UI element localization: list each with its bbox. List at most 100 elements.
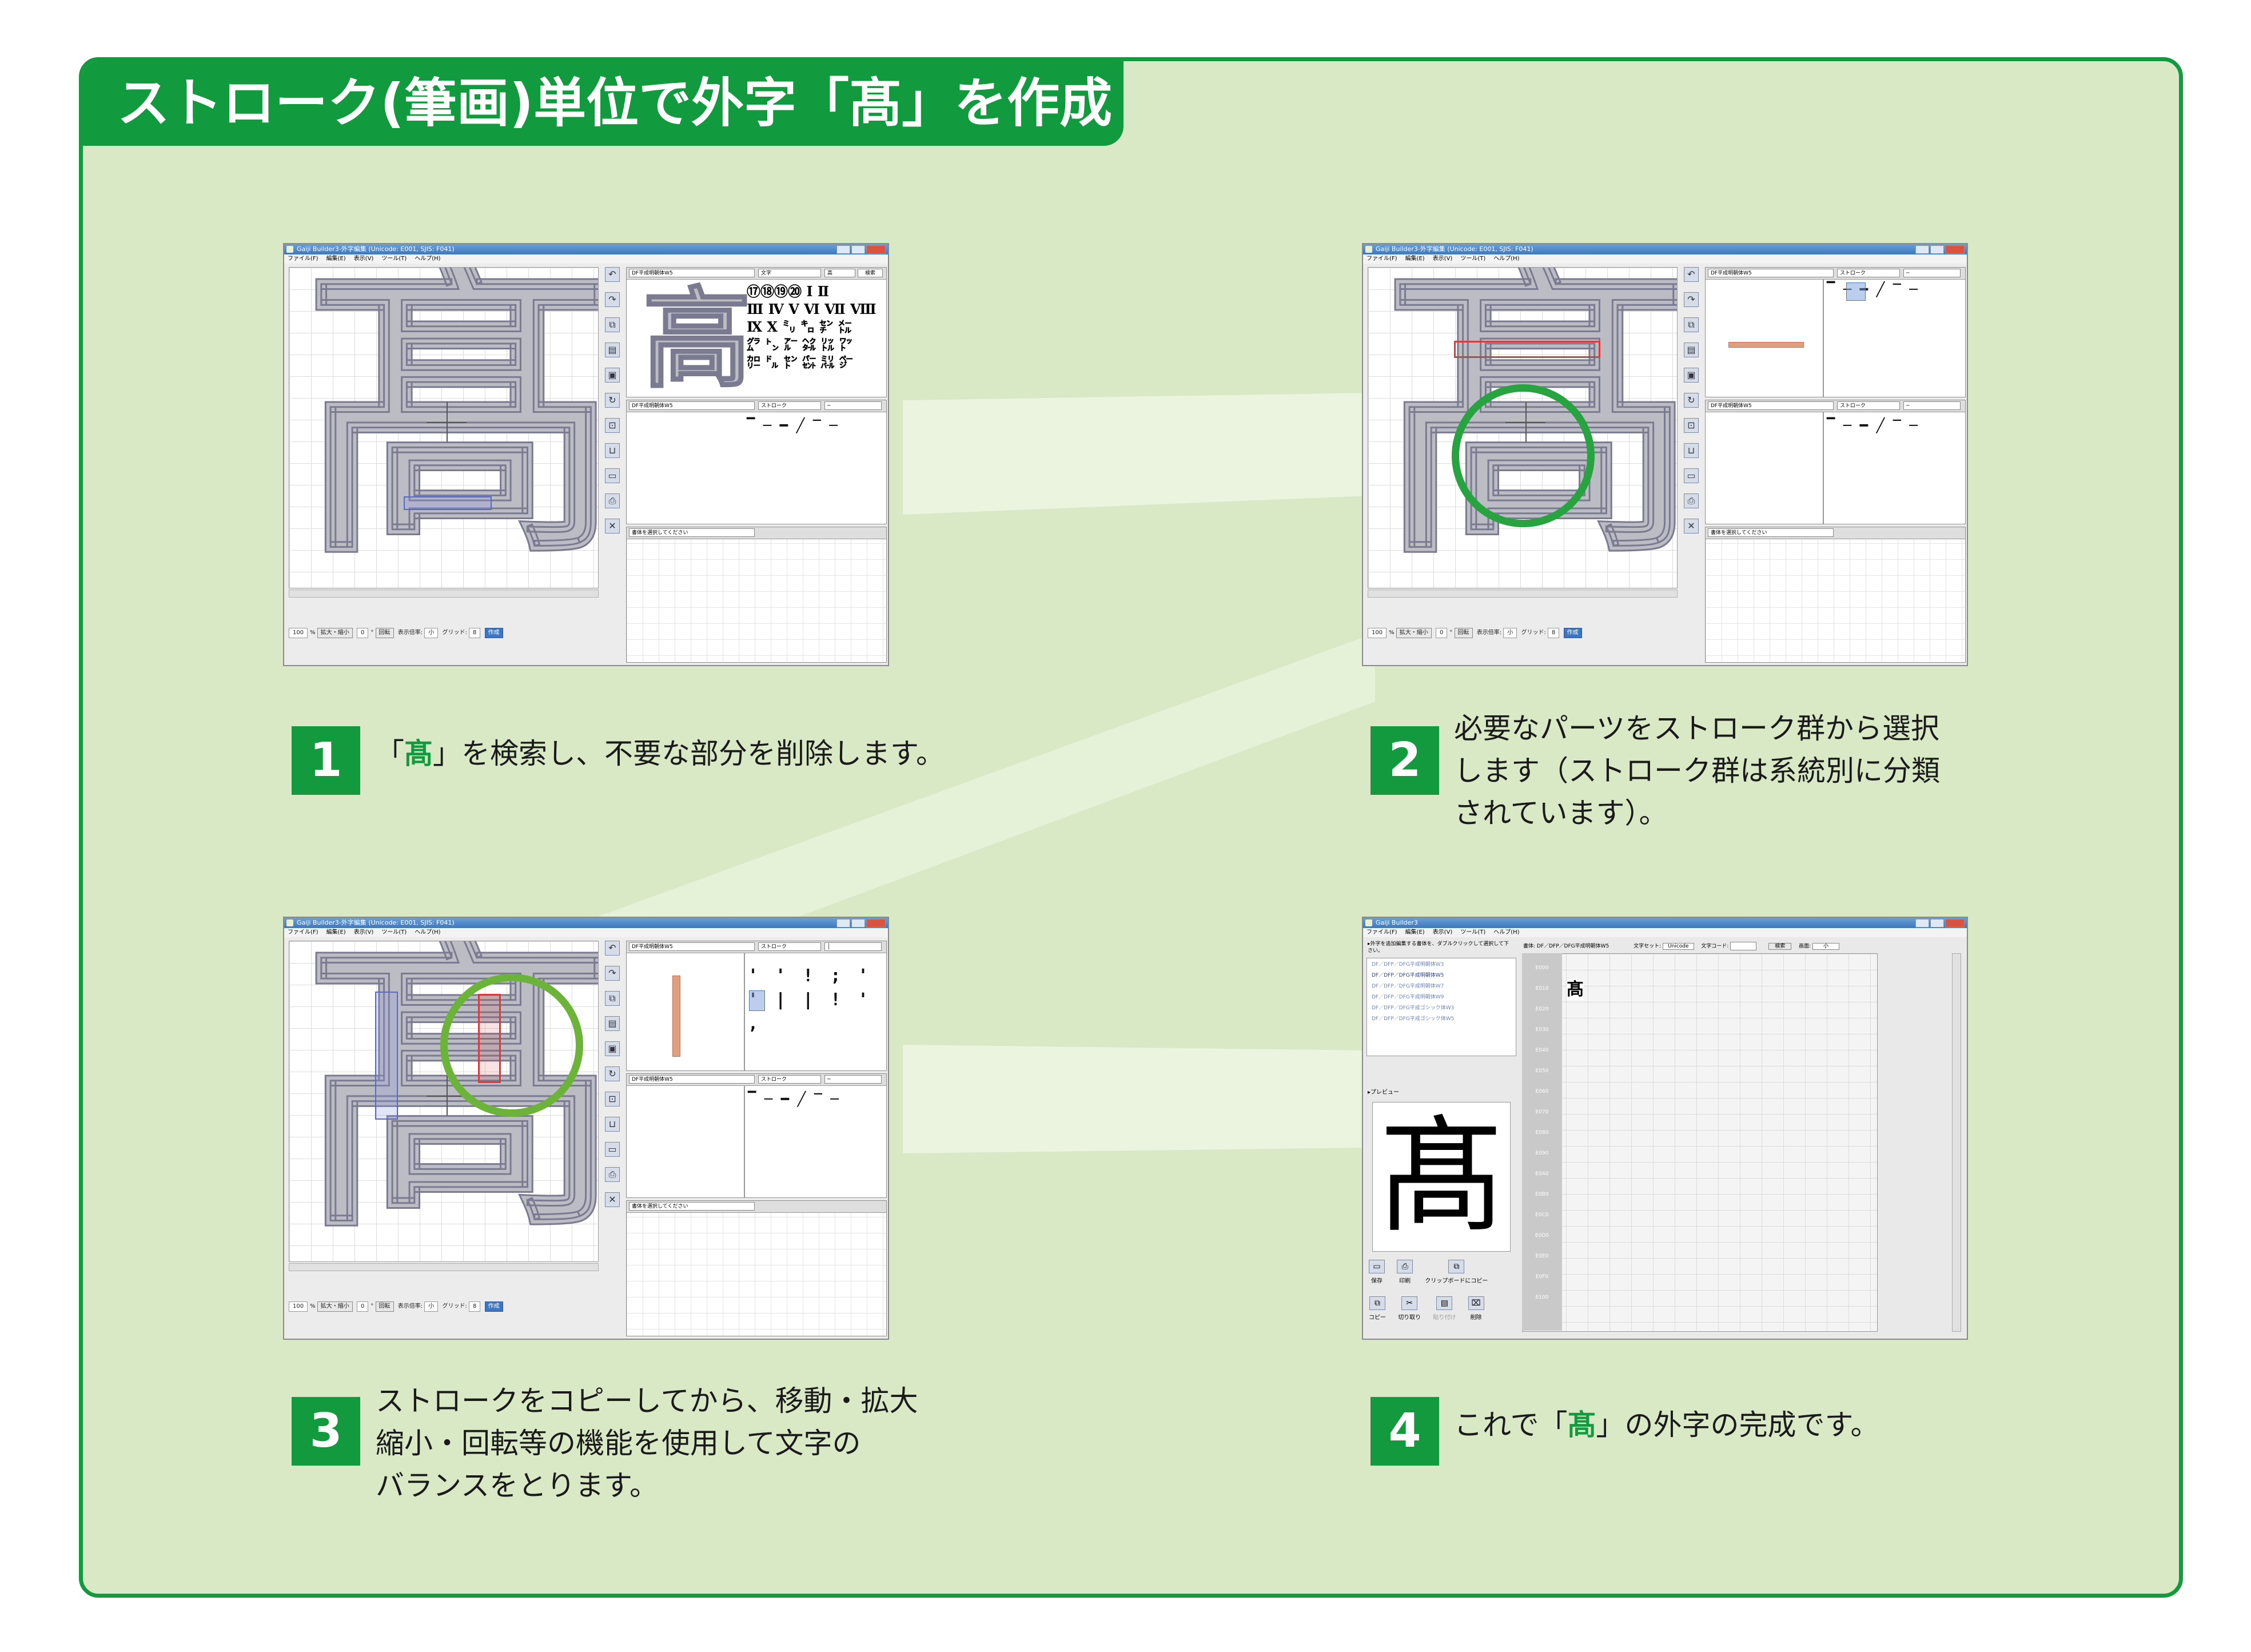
mode-select[interactable]: 文字 xyxy=(758,269,821,277)
zoom-field[interactable]: 100 xyxy=(289,628,308,638)
create-button[interactable]: 作成 xyxy=(484,628,503,638)
grid-select[interactable]: 8 xyxy=(1548,628,1560,638)
char-list-row[interactable]: ㌍ ㌦ ㌣ ㌫ ㍊ ㌻ xyxy=(747,354,853,371)
paste-icon[interactable]: ▤ xyxy=(605,343,620,357)
window-controls[interactable] xyxy=(836,919,886,927)
horizontal-scrollbar[interactable] xyxy=(1368,590,1678,598)
menu-edit[interactable]: 編集(E) xyxy=(1405,256,1425,262)
close-button[interactable] xyxy=(866,919,886,927)
menu-help[interactable]: ヘルプ(H) xyxy=(1493,929,1520,936)
horizontal-scrollbar[interactable] xyxy=(289,1263,599,1271)
copy-icon[interactable]: ⧉ xyxy=(605,317,620,332)
print-icon[interactable]: ⎙ xyxy=(605,1167,620,1182)
stroke-list[interactable]: ▔ ─ ━ ╱ ‾ ─ xyxy=(1827,417,1918,433)
menu-help[interactable]: ヘルプ(H) xyxy=(415,256,441,262)
delete-button[interactable]: ⌧削除 xyxy=(1468,1296,1484,1321)
font-tree-item[interactable]: DF／DFP／DFG平成ゴシック体W5 xyxy=(1372,1016,1455,1022)
display-select[interactable]: 小 xyxy=(1503,628,1517,638)
glyph-canvas[interactable]: 髙 xyxy=(289,267,599,588)
rotate-field[interactable]: 0 xyxy=(356,628,369,638)
scale-button[interactable]: 拡大・縮小 xyxy=(317,628,353,638)
save-icon[interactable]: ▭ xyxy=(1684,468,1699,483)
menu-view[interactable]: 表示(V) xyxy=(353,929,374,936)
lock-icon[interactable]: ⊡ xyxy=(605,418,620,433)
print-button[interactable]: ⎙印刷 xyxy=(1397,1260,1413,1284)
menu-view[interactable]: 表示(V) xyxy=(353,256,374,262)
part-select[interactable]: 書体を選択してください xyxy=(1708,528,1834,537)
paste-button[interactable]: ▤貼り付け xyxy=(1433,1296,1456,1321)
rotate-button[interactable]: 回転 xyxy=(1454,628,1473,638)
window-controls[interactable] xyxy=(1915,919,1965,927)
save-icon[interactable]: ▭ xyxy=(605,468,620,483)
rotate-icon[interactable]: ↻ xyxy=(605,1066,620,1081)
rotate-field[interactable]: 0 xyxy=(356,1301,369,1312)
menu-help[interactable]: ヘルプ(H) xyxy=(415,929,441,936)
mode-select[interactable]: ストローク xyxy=(1837,269,1900,277)
undo-icon[interactable]: ↶ xyxy=(605,941,620,956)
rotate-button[interactable]: 回転 xyxy=(375,628,394,638)
font-tree-item[interactable]: DF／DFP／DFG平成明朝体W9 xyxy=(1372,994,1444,1000)
lock-icon[interactable]: ⊡ xyxy=(1684,418,1699,433)
font-select[interactable]: DF平成明朝体W5 xyxy=(1708,269,1834,277)
minimize-button[interactable] xyxy=(836,245,850,254)
mode-select[interactable]: ストローク xyxy=(758,1075,821,1084)
frame-icon[interactable]: ▣ xyxy=(605,368,620,383)
part-select[interactable]: 書体を選択してください xyxy=(629,528,755,537)
window-controls[interactable] xyxy=(836,245,886,254)
font-tree-item[interactable]: DF／DFP／DFG平成ゴシック体W3 xyxy=(1372,1005,1455,1011)
selected-stroke-cell[interactable] xyxy=(749,990,765,1011)
menu-file[interactable]: ファイル(F) xyxy=(288,256,318,262)
grid-select[interactable]: 8 xyxy=(469,628,481,638)
stroke-type-select[interactable]: ─ xyxy=(824,1075,882,1084)
grid-select[interactable]: 8 xyxy=(469,1301,481,1312)
maximize-button[interactable] xyxy=(851,919,865,927)
frame-icon[interactable]: ▣ xyxy=(1684,368,1699,383)
close-button[interactable] xyxy=(866,245,886,254)
close-button[interactable] xyxy=(1945,919,1965,927)
menu-edit[interactable]: 編集(E) xyxy=(326,929,346,936)
part-select[interactable]: 書体を選択してください xyxy=(629,1202,755,1211)
copy-icon[interactable]: ⧉ xyxy=(1684,317,1699,332)
font-tree-item[interactable]: DF／DFP／DFG平成明朝体W7 xyxy=(1372,984,1444,989)
display-select[interactable]: 小 xyxy=(1812,943,1840,950)
menu-help[interactable]: ヘルプ(H) xyxy=(1493,256,1520,262)
scale-button[interactable]: 拡大・縮小 xyxy=(1396,628,1432,638)
copy-button[interactable]: ⧉コピー xyxy=(1369,1296,1386,1321)
display-select[interactable]: 小 xyxy=(424,1301,439,1312)
close-button[interactable] xyxy=(1945,245,1965,254)
vertical-scrollbar[interactable] xyxy=(1952,953,1961,1332)
font-select[interactable]: DF平成明朝体W5 xyxy=(629,269,755,277)
save-button[interactable]: ▭保存 xyxy=(1369,1260,1385,1284)
minimize-button[interactable] xyxy=(836,919,850,927)
selected-stroke[interactable] xyxy=(1454,341,1600,358)
horizontal-scrollbar[interactable] xyxy=(289,590,599,598)
zoom-field[interactable]: 100 xyxy=(1368,628,1387,638)
redo-icon[interactable]: ↷ xyxy=(605,966,620,981)
search-result-glyph[interactable]: 高 xyxy=(642,275,752,403)
font-select[interactable]: DF平成明朝体W5 xyxy=(1708,401,1834,410)
cut-button[interactable]: ✂切り取り xyxy=(1398,1296,1421,1321)
stroke-type-select[interactable]: ─ xyxy=(1903,401,1961,410)
stroke-list[interactable]: ▔ ─ ━ ╱ ‾ ─ xyxy=(1827,281,1918,297)
paste-icon[interactable]: ▤ xyxy=(605,1016,620,1031)
mode-select[interactable]: ストローク xyxy=(758,942,821,951)
font-tree-item-selected[interactable]: DF／DFP／DFG平成明朝体W5 xyxy=(1372,973,1444,978)
delete-icon[interactable]: ✕ xyxy=(1684,519,1699,534)
redo-icon[interactable]: ↷ xyxy=(605,292,620,307)
rotate-icon[interactable]: ↻ xyxy=(1684,393,1699,408)
print-icon[interactable]: ⎙ xyxy=(1684,493,1699,508)
menu-view[interactable]: 表示(V) xyxy=(1432,929,1453,936)
unlock-icon[interactable]: ⊔ xyxy=(605,443,620,458)
stroke-list[interactable]: ▔ ─ ━ ╱ ‾ ─ xyxy=(748,1091,839,1107)
frame-icon[interactable]: ▣ xyxy=(605,1041,620,1056)
char-list-row[interactable]: Ⅲ Ⅳ Ⅴ Ⅵ Ⅶ Ⅷ xyxy=(747,301,877,317)
menu-view[interactable]: 表示(V) xyxy=(1432,256,1453,262)
create-button[interactable]: 作成 xyxy=(484,1301,503,1312)
search-button[interactable]: 検索 xyxy=(858,269,883,277)
paste-icon[interactable]: ▤ xyxy=(1684,343,1699,357)
charset-select[interactable]: Unicode xyxy=(1663,943,1694,950)
rotate-field[interactable]: 0 xyxy=(1435,628,1448,638)
minimize-button[interactable] xyxy=(1915,245,1929,254)
selected-stroke-cell[interactable] xyxy=(1846,282,1866,301)
character-code-grid[interactable] xyxy=(1522,953,1878,1332)
